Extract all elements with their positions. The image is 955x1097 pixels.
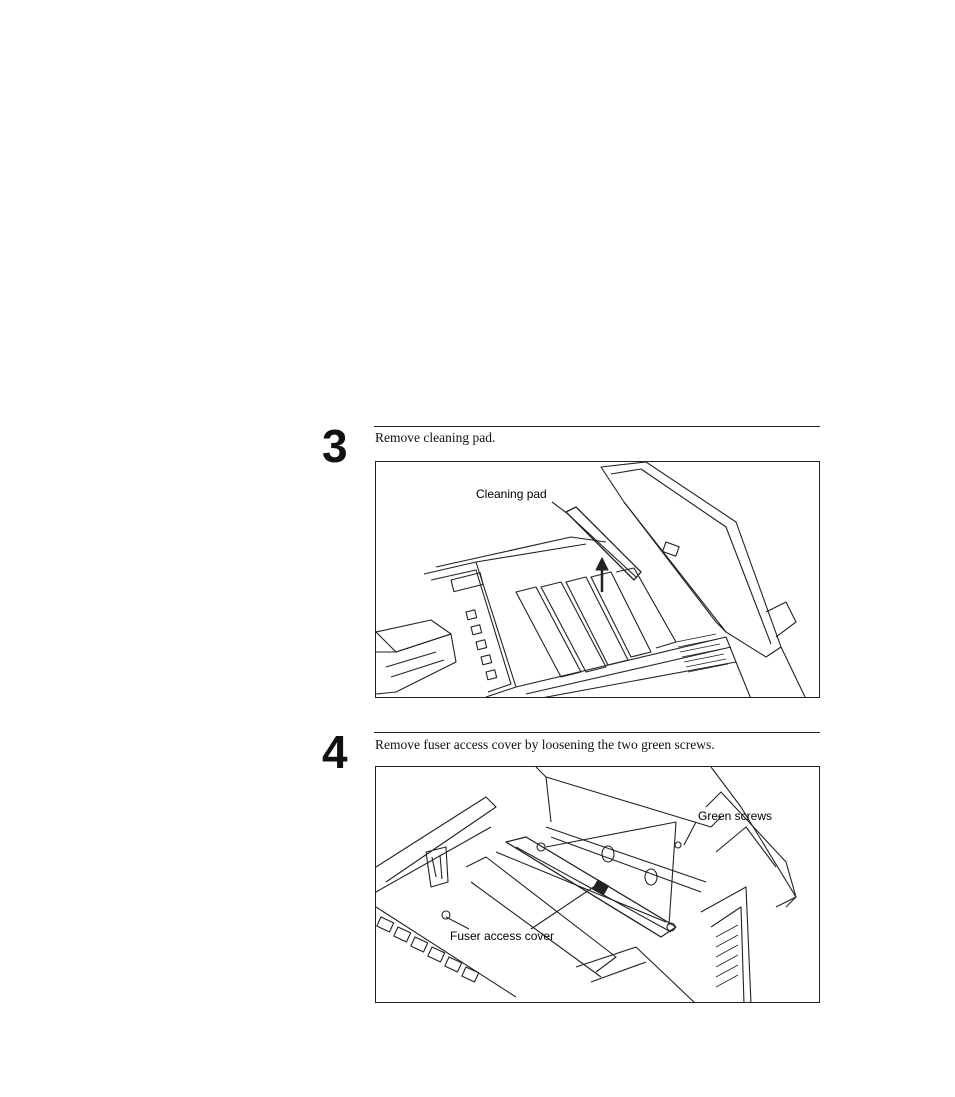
step-number: 3 [322,423,348,469]
step-number: 4 [322,729,348,775]
step-divider [374,426,820,427]
cleaning-pad-illustration: Cleaning pad [375,461,820,698]
green-screws-label: Green screws [698,809,772,823]
fuser-access-cover-label: Fuser access cover [450,929,554,943]
step-divider [374,732,820,733]
fuser-access-cover-illustration: Green screws Fuser access cover [375,766,820,1003]
step-instruction: Remove cleaning pad. [375,430,495,446]
step-instruction: Remove fuser access cover by loosening t… [375,737,715,753]
cleaning-pad-label: Cleaning pad [476,487,547,501]
